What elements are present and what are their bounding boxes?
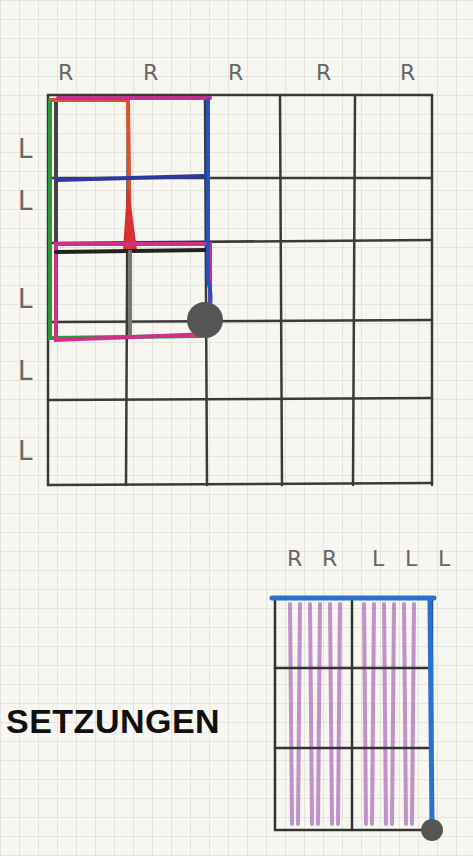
heading-fragment: SETZUNGEN xyxy=(6,704,220,738)
grid-axis-letter: R xyxy=(316,62,331,84)
grid-axis-letter: R xyxy=(143,62,158,84)
grid-axis-letter: R xyxy=(58,62,73,84)
colored-paths xyxy=(50,98,223,340)
grid-axis-letter: L xyxy=(405,548,417,570)
grid-axis-letter: R xyxy=(287,548,302,570)
grid-axis-letter: L xyxy=(372,548,384,570)
small-grid xyxy=(272,598,443,841)
grid-axis-letter: L xyxy=(18,358,33,384)
large-grid xyxy=(48,95,432,485)
grid-axis-letter: L xyxy=(18,136,33,162)
grid-axis-letter: L xyxy=(18,188,33,214)
grid-axis-letter: R xyxy=(322,548,337,570)
grid-axis-letter: R xyxy=(400,62,415,84)
grid-axis-letter: L xyxy=(18,438,33,464)
grid-axis-letter: L xyxy=(18,286,33,312)
grid-axis-letter: L xyxy=(438,548,450,570)
grid-axis-letter: R xyxy=(228,62,243,84)
